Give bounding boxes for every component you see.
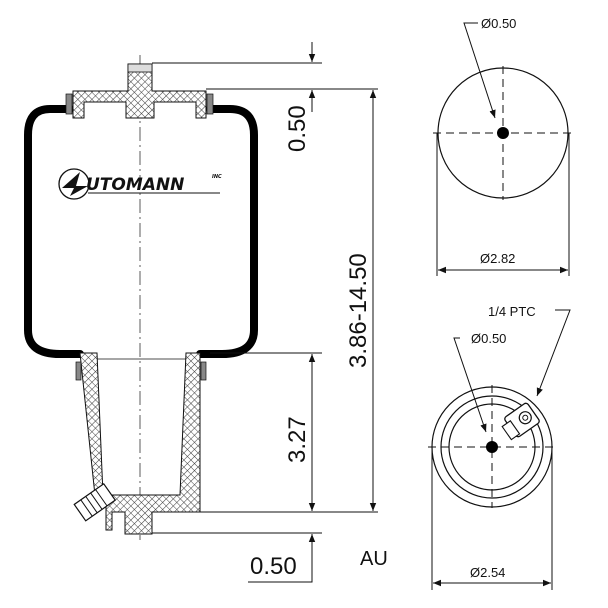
bottom-stud-icon <box>486 441 498 453</box>
bottom-stud-diameter: Ø0.50 <box>471 331 506 346</box>
stud-icon <box>497 127 509 139</box>
side-dimensions <box>152 42 378 583</box>
piston <box>79 352 201 535</box>
top-plate-diameter: Ø2.82 <box>480 251 515 266</box>
top-view <box>433 22 573 276</box>
air-fitting-icon <box>73 482 117 522</box>
automann-logo: UTOMANN INC <box>58 168 222 200</box>
fitting-label: 1/4 PTC <box>488 304 536 319</box>
logo-text: UTOMANN <box>86 175 184 195</box>
side-view: UTOMANN INC <box>24 55 258 540</box>
dim-piston-height: 3.27 <box>284 416 311 463</box>
svg-text:INC: INC <box>212 174 222 180</box>
bellows <box>24 105 258 358</box>
label-au: AU <box>360 548 388 570</box>
dim-overall-height: 3.86-14.50 <box>345 253 372 368</box>
piston-diameter: Ø2.54 <box>470 565 505 580</box>
ptc-fitting-icon <box>501 402 540 441</box>
top-stud-diameter: Ø0.50 <box>481 16 516 31</box>
dim-top-plate: 0.50 <box>284 105 311 152</box>
bottom-view <box>428 309 571 590</box>
dim-bottom-stud: 0.50 <box>250 553 297 580</box>
